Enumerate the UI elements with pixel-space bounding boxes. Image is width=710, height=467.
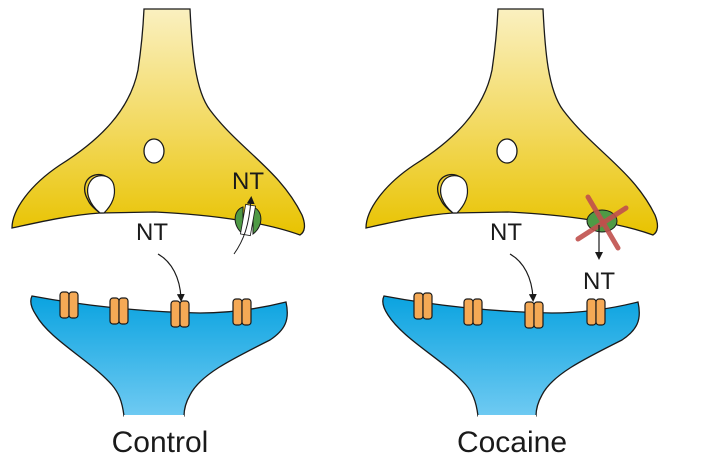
presynaptic-terminal — [365, 8, 659, 236]
postsynaptic-terminal — [30, 295, 288, 417]
cocaine-caption: Cocaine — [457, 426, 567, 459]
receptor — [59, 291, 79, 319]
fusing-vesicle — [87, 175, 116, 214]
dendrite-shape — [30, 295, 288, 417]
receptor — [170, 300, 190, 328]
blocked-nt-label: NT — [583, 268, 615, 295]
released-nt-label: NT — [136, 219, 168, 246]
postsynaptic-terminal — [382, 295, 640, 417]
synaptic-vesicle — [143, 138, 165, 164]
reuptake-arrow — [233, 196, 255, 255]
control-caption: Control — [112, 426, 209, 459]
axon-terminal-shape — [11, 8, 306, 236]
cocaine-panel: NT NT Cocai — [365, 8, 659, 459]
receptor-group — [59, 291, 252, 328]
receptor — [463, 298, 483, 326]
dopamine-transporter — [234, 203, 262, 237]
reuptake-nt-label: NT — [232, 168, 264, 195]
block-x-icon — [575, 194, 629, 251]
receptor-group — [413, 292, 606, 329]
dendrite-shape — [382, 295, 640, 417]
receptor — [586, 298, 606, 326]
release-arrow — [157, 253, 185, 302]
control-panel: NT NT — [11, 8, 306, 459]
release-arrow — [509, 253, 537, 302]
receptor — [109, 297, 129, 325]
presynaptic-terminal — [11, 8, 306, 236]
receptor — [232, 298, 252, 326]
receptor — [413, 292, 433, 320]
synaptic-vesicle — [496, 138, 518, 164]
fusing-vesicle — [440, 175, 469, 214]
receptor — [524, 301, 544, 329]
released-nt-label: NT — [490, 219, 522, 246]
axon-terminal-shape — [365, 8, 659, 236]
